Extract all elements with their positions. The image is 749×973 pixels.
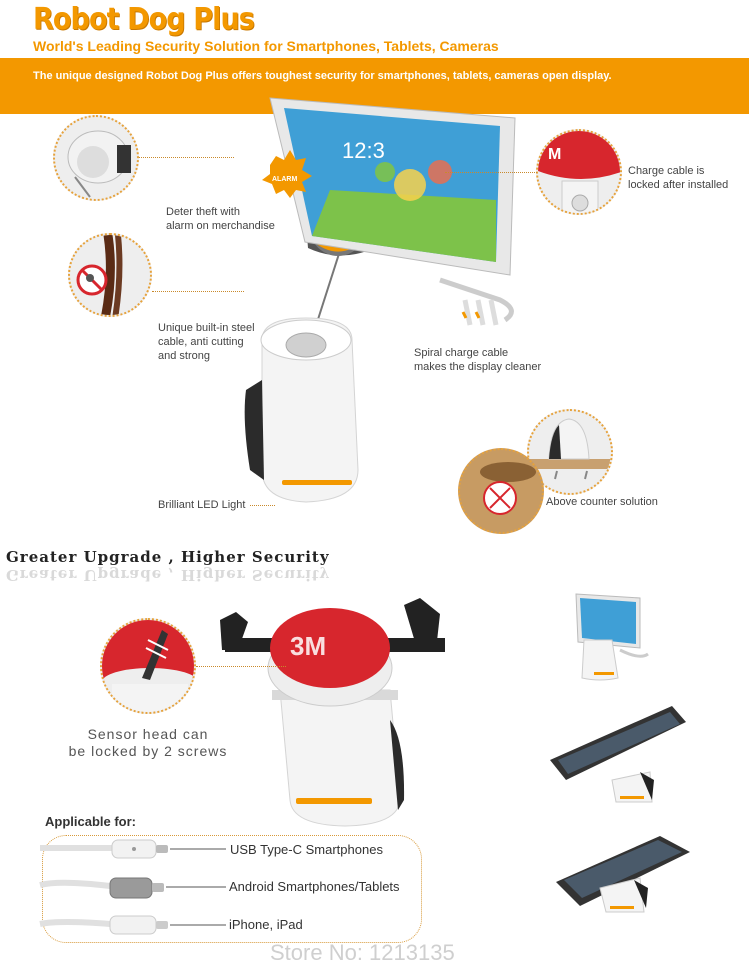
caption-steel-cable: Unique built-in steel cable, anti cuttin… <box>158 322 255 362</box>
banner-text: The unique designed Robot Dog Plus offer… <box>33 70 612 82</box>
detail-circle-charge-lock: M <box>536 129 622 215</box>
caption-spiral-cable: Spiral charge cable makes the display cl… <box>414 347 542 373</box>
caption-above-counter: Above counter solution <box>546 496 658 508</box>
connector-line <box>139 157 234 158</box>
caption-deter-theft: Deter theft with alarm on merchandise <box>166 206 275 232</box>
alarm-badge: ALARM <box>272 176 297 183</box>
caption-led-light: Brilliant LED Light <box>158 499 246 511</box>
page-subtitle: World's Leading Security Solution for Sm… <box>33 38 499 54</box>
detail-circle-sensor-screws <box>100 618 196 714</box>
sensor-caption: Sensor head can be locked by 2 screws <box>68 726 228 759</box>
applicable-title: Applicable for: <box>45 814 137 829</box>
connector-line <box>250 505 275 506</box>
applicable-usb-c: USB Type-C Smartphones <box>230 842 383 857</box>
connector-line <box>445 172 537 173</box>
connector-line <box>152 291 244 292</box>
phone-clock: 12:3 <box>342 138 385 163</box>
applicable-iphone: iPhone, iPad <box>229 917 303 932</box>
svg-text:M: M <box>548 146 561 163</box>
detail-circle-counter-hole <box>458 448 544 534</box>
orange-banner: The unique designed Robot Dog Plus offer… <box>0 58 749 114</box>
applicable-android: Android Smartphones/Tablets <box>229 879 400 894</box>
connector-line <box>196 666 286 667</box>
detail-circle-cable <box>68 233 152 317</box>
svg-text:3M: 3M <box>290 631 326 661</box>
caption-charge-locked: Charge cable is locked after installed <box>628 165 729 191</box>
store-watermark: Store No: 1213135 <box>270 940 455 965</box>
page-title: Robot Dog Plus <box>33 2 255 37</box>
section-heading: Greater Upgrade , Higher Security <box>6 548 330 566</box>
detail-circle-alarm-head <box>53 115 139 201</box>
cable-list-box <box>42 835 422 943</box>
